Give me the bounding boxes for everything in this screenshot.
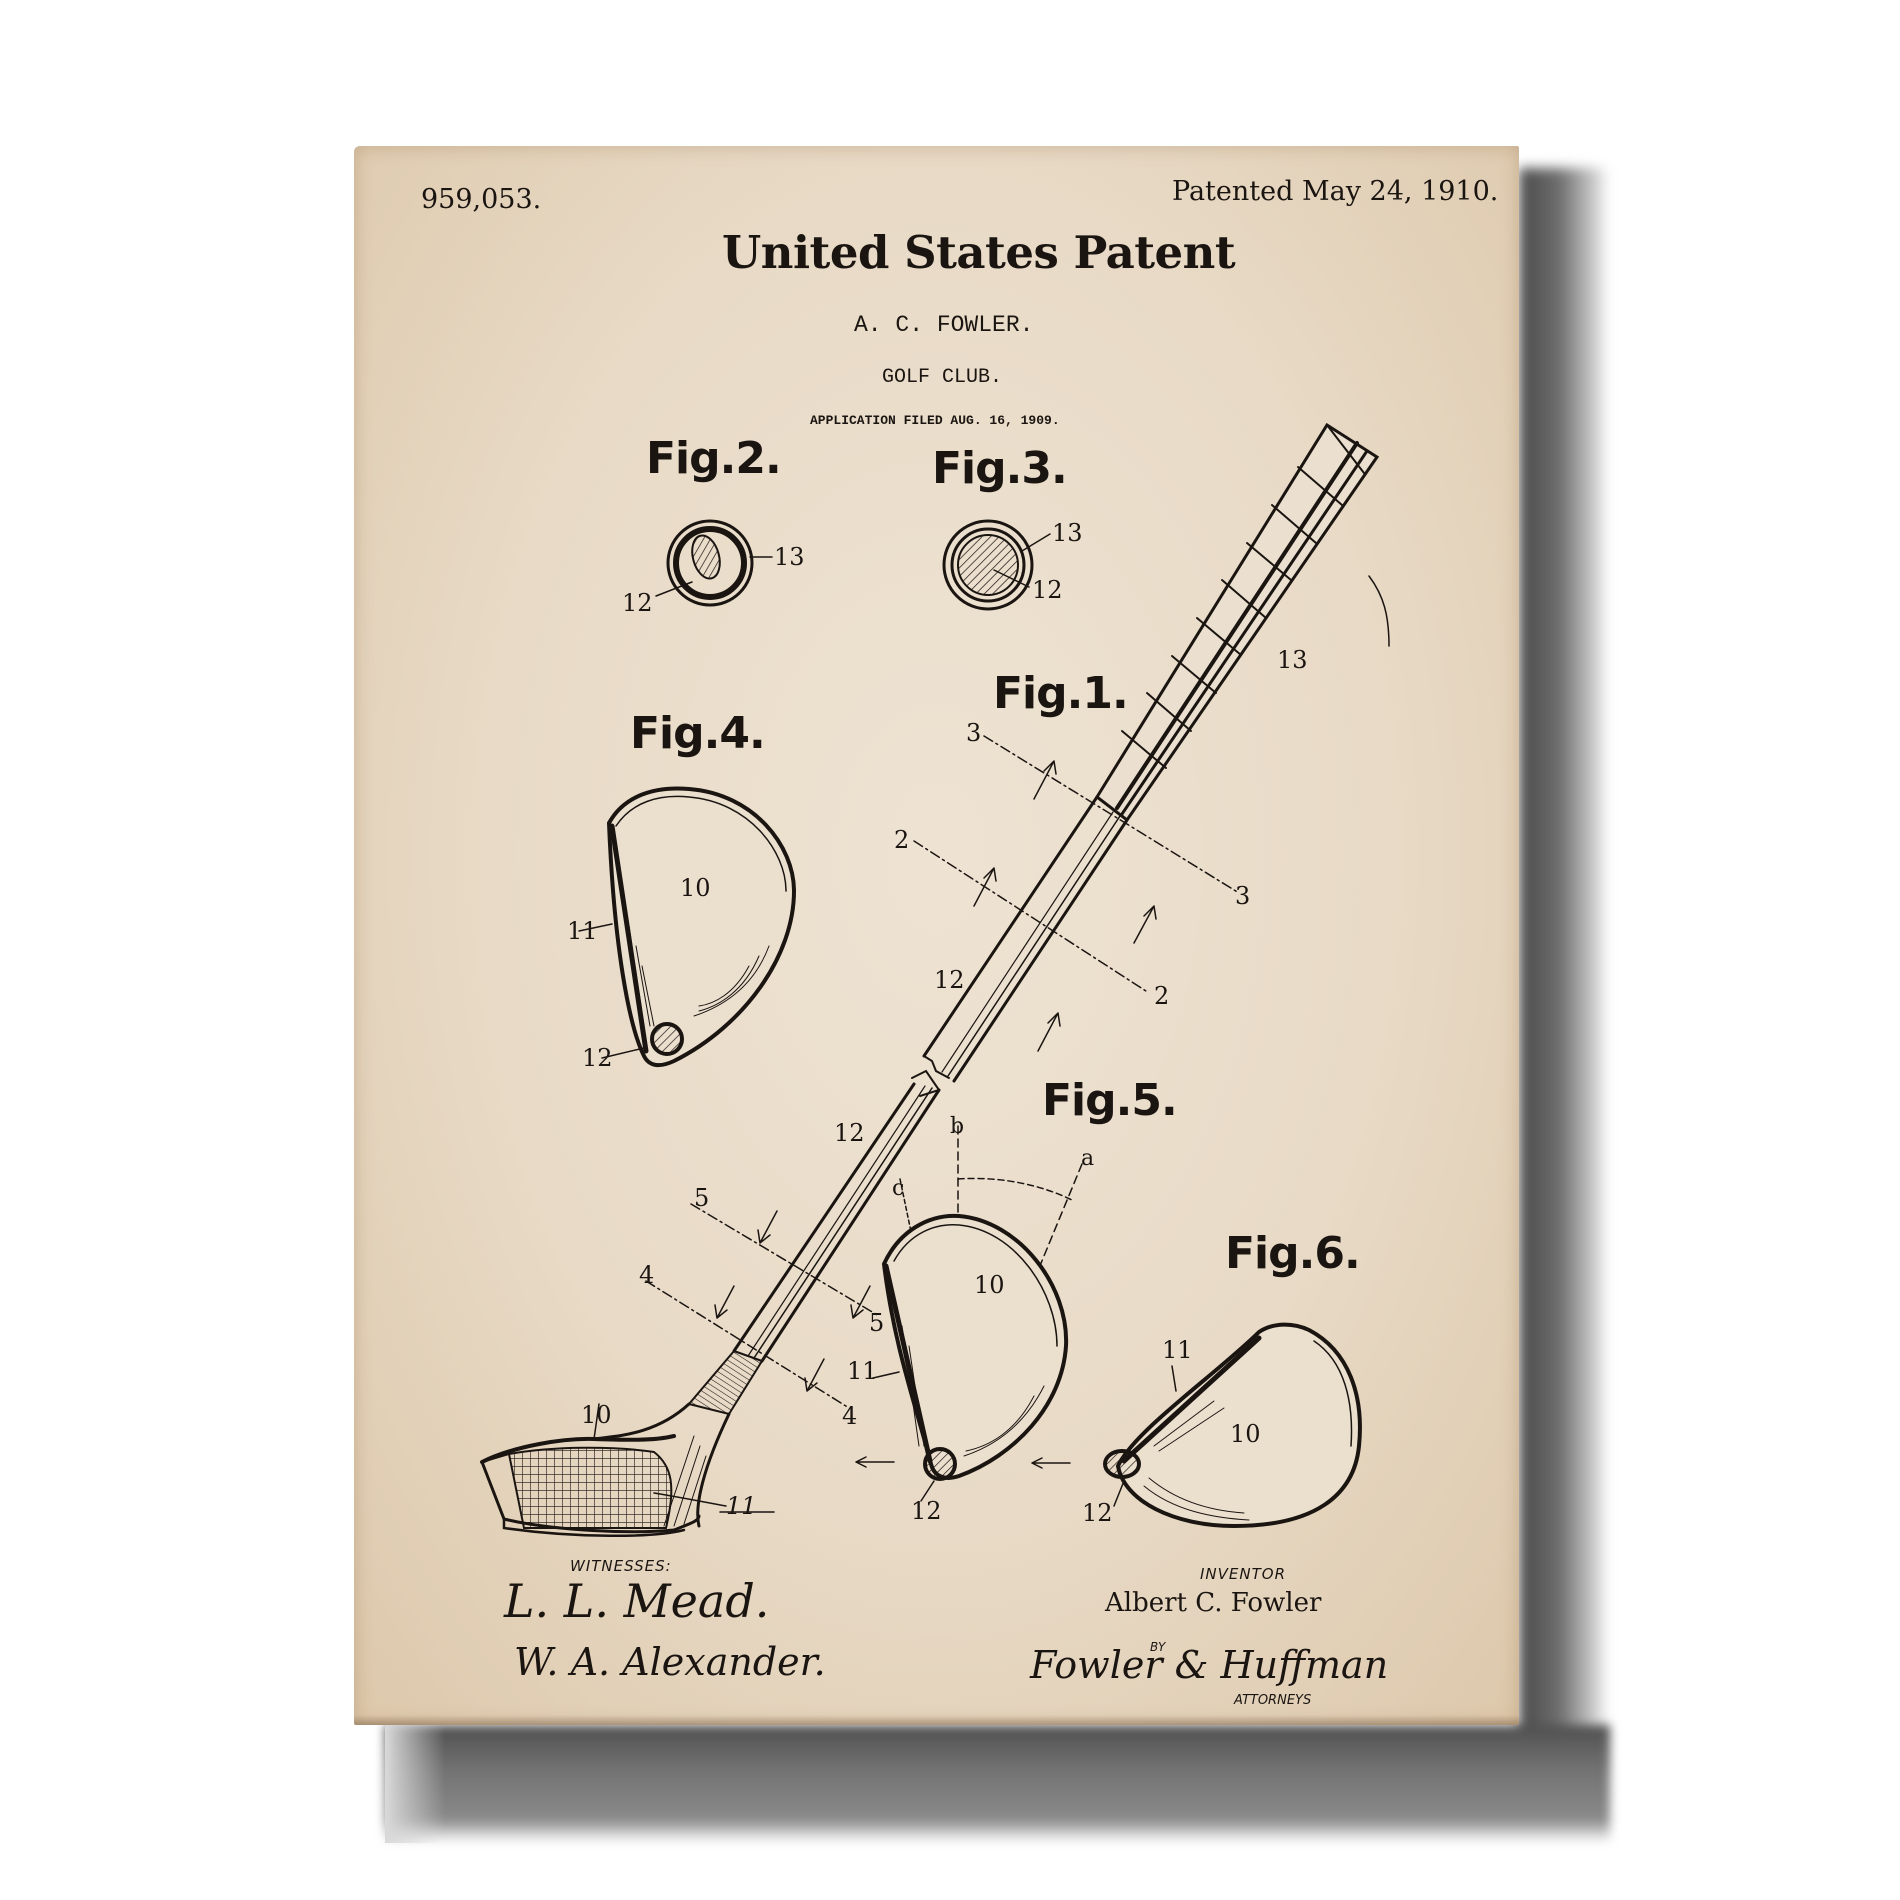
by-label: BY <box>1150 1640 1166 1654</box>
fig5-ref-11: 11 <box>847 1357 878 1385</box>
fig1-grip-ref-13: 13 <box>1277 646 1308 674</box>
section-3-left: 3 <box>966 719 982 747</box>
section-2-left: 2 <box>894 826 910 854</box>
patented-date: Patented May 24, 1910. <box>1172 176 1499 207</box>
section-5-left: 5 <box>694 1184 710 1212</box>
fig1-shaft-ref-12-lower: 12 <box>834 1119 865 1147</box>
fig6-label: Fig.6. <box>1225 1228 1361 1279</box>
section-3-right: 3 <box>1235 882 1251 910</box>
page-title: United States Patent <box>722 226 1236 279</box>
fig5-ref-12: 12 <box>911 1497 942 1525</box>
fig1-head-ref-11: 11 <box>726 1492 757 1520</box>
fig4-drawing <box>578 786 797 1068</box>
fig5-ref-10: 10 <box>974 1271 1005 1299</box>
application-filed: APPLICATION FILED AUG. 16, 1909. <box>810 413 1060 428</box>
patent-drawing <box>480 422 1390 1537</box>
attorneys-label: ATTORNEYS <box>1234 1693 1312 1708</box>
section-4-right: 4 <box>842 1402 858 1430</box>
section-arrows <box>714 760 1157 1469</box>
fig5-drawing <box>872 1213 1069 1502</box>
fig5-ref-a: a <box>1081 1146 1095 1171</box>
fig5-ref-b: b <box>950 1114 965 1139</box>
fig4-ref-10: 10 <box>680 874 711 902</box>
fig1-club-head <box>480 1403 775 1537</box>
fig6-ref-11: 11 <box>1162 1336 1193 1364</box>
fig4-ref-11: 11 <box>567 917 598 945</box>
fig1-label: Fig.1. <box>993 668 1129 719</box>
witness-signature-1: L. L. Mead. <box>504 1574 770 1628</box>
inventor-label: INVENTOR <box>1200 1565 1286 1583</box>
attorney-signature: Fowler & Huffman <box>1030 1643 1389 1687</box>
fig6-drawing <box>1103 1322 1362 1529</box>
inventor-name: Albert C. Fowler <box>1105 1588 1322 1618</box>
fig6-ref-12: 12 <box>1082 1499 1113 1527</box>
fig3-ref-13: 13 <box>1052 519 1083 547</box>
canvas-shadow-right <box>1519 168 1609 1768</box>
witnesses-label: WITNESSES: <box>570 1557 672 1575</box>
fig1-head-ref-10: 10 <box>581 1401 612 1429</box>
fig2-ref-13: 13 <box>774 543 805 571</box>
fig4-label: Fig.4. <box>630 708 766 759</box>
fig1-shaft-lower <box>592 1069 941 1528</box>
fig3-drawing <box>942 519 1051 611</box>
witness-signature-2: W. A. Alexander. <box>514 1640 826 1684</box>
fig1-grip <box>1095 422 1390 823</box>
fig5-label: Fig.5. <box>1042 1075 1178 1126</box>
invention-title: GOLF CLUB. <box>882 366 1003 389</box>
canvas-shadow-fade <box>385 1725 445 1843</box>
patent-number: 959,053. <box>421 184 542 215</box>
fig2-ref-12: 12 <box>622 589 653 617</box>
fig1-shaft-upper <box>922 795 1129 1083</box>
section-5-right: 5 <box>869 1309 885 1337</box>
fig1-shaft-ref-12-upper: 12 <box>934 966 965 994</box>
section-2-right: 2 <box>1154 982 1170 1010</box>
fig3-label: Fig.3. <box>932 443 1068 494</box>
fig3-ref-12: 12 <box>1032 576 1063 604</box>
fig5-ref-c: c <box>892 1176 905 1201</box>
canvas-shadow-bottom <box>385 1725 1610 1843</box>
patent-canvas-print: 959,053. Patented May 24, 1910. United S… <box>354 146 1519 1725</box>
fig2-drawing <box>655 519 773 607</box>
fig2-label: Fig.2. <box>646 433 782 484</box>
fig6-ref-10: 10 <box>1230 1420 1261 1448</box>
inventor-short-name: A. C. FOWLER. <box>854 312 1034 338</box>
section-4-left: 4 <box>639 1261 655 1289</box>
fig4-ref-12: 12 <box>582 1044 613 1072</box>
